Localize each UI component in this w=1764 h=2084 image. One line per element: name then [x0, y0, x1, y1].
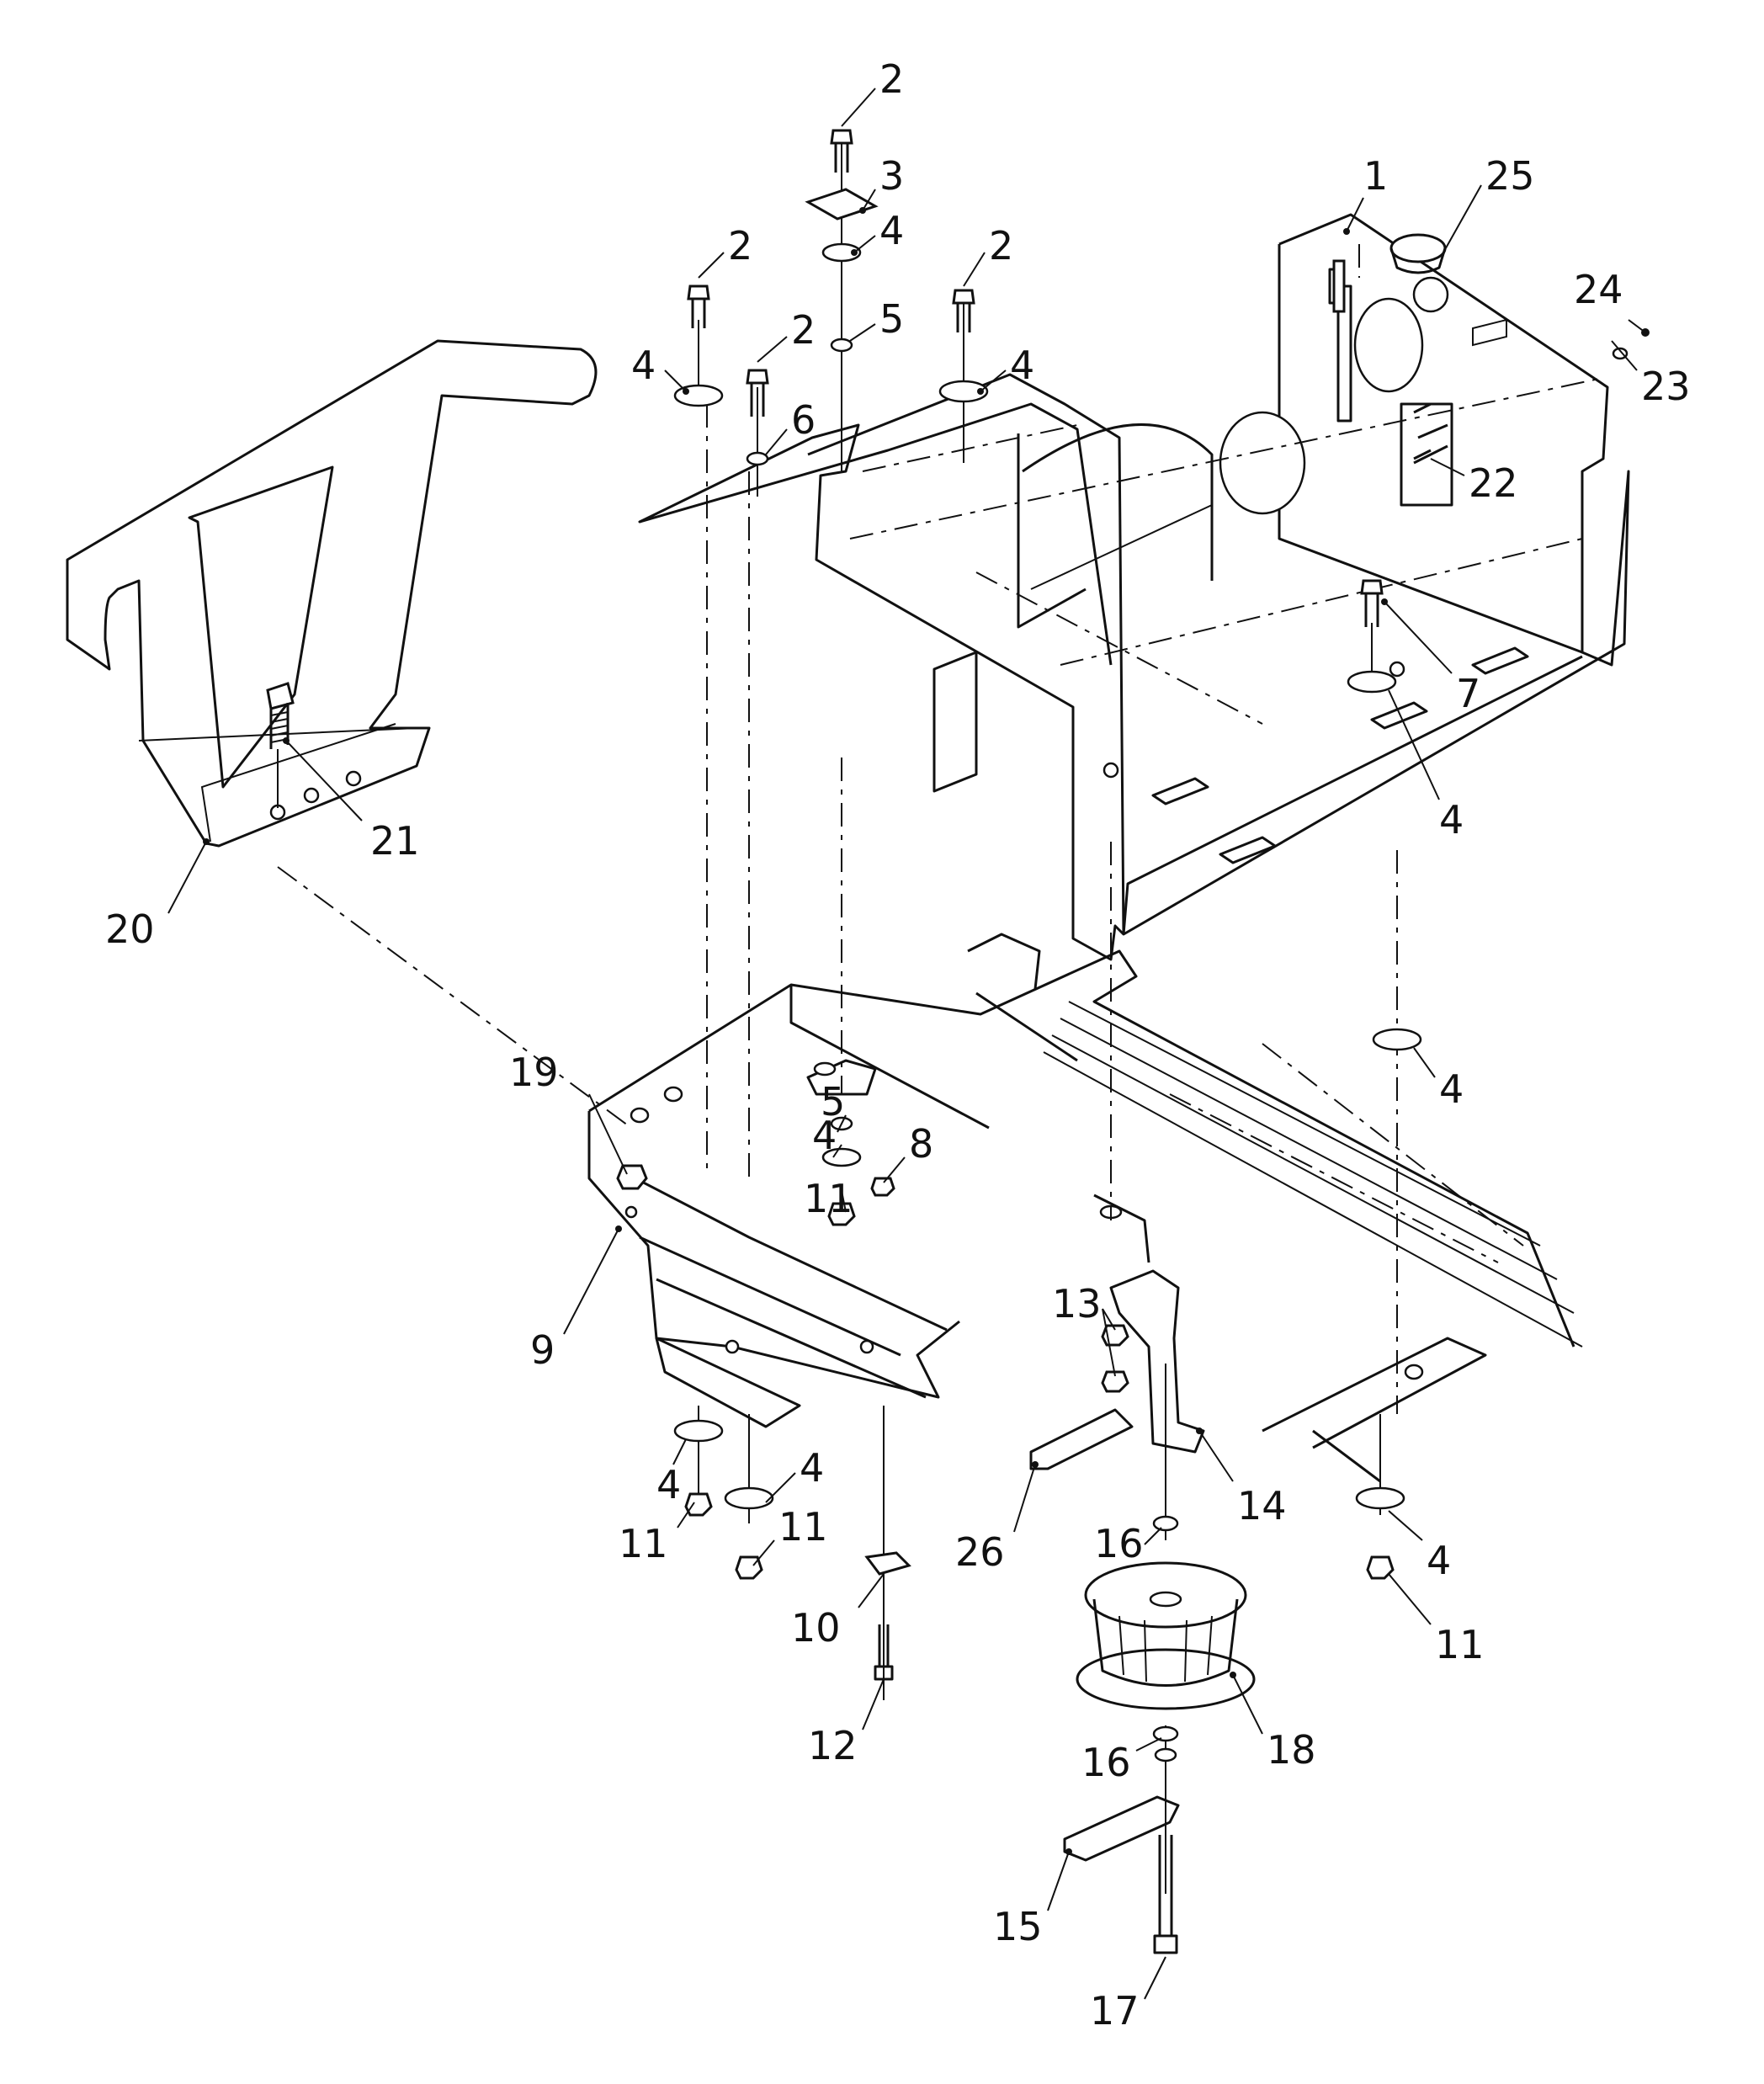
washer-4-f [821, 1147, 862, 1167]
washer-4-e [1372, 1028, 1422, 1051]
washer-4-h [724, 1486, 774, 1510]
washer-4-g [673, 1419, 724, 1443]
callout-14: 14 [1237, 1483, 1287, 1528]
pin-22 [1413, 444, 1448, 465]
nut-11-b [684, 1492, 713, 1517]
callout-8: 8 [909, 1121, 933, 1167]
callout-4: 4 [812, 1113, 837, 1158]
callout-5: 5 [821, 1079, 845, 1124]
plug-25 [1389, 233, 1447, 274]
callout-labels: 1 2 2 2 2 3 4 4 4 4 4 4 4 4 4 5 5 6 7 8 … [105, 56, 1691, 2033]
nut-19 [616, 1164, 648, 1190]
callout-15: 15 [993, 1904, 1043, 1949]
arm-26 [1029, 1408, 1134, 1470]
fasteners [616, 129, 1650, 1954]
part-9-chassis [587, 933, 1583, 1483]
callout-26: 26 [955, 1529, 1005, 1575]
callout-9: 9 [530, 1327, 555, 1373]
callout-16: 16 [1094, 1521, 1144, 1566]
callout-2: 2 [791, 307, 816, 353]
spring-22 [1413, 402, 1448, 460]
callout-10: 10 [791, 1605, 841, 1651]
callout-22: 22 [1469, 460, 1518, 506]
part-20-bracket [66, 339, 598, 848]
bolt-2-left [687, 284, 710, 328]
part-1-frame [638, 213, 1630, 961]
washer-6 [746, 451, 769, 466]
washer-4-i [1355, 1486, 1405, 1510]
nut-11-a [827, 1202, 856, 1226]
nut-13-b [1101, 1370, 1129, 1393]
callout-5: 5 [879, 296, 904, 342]
bolt-2-top [830, 129, 853, 173]
callout-4: 4 [1010, 343, 1034, 388]
callout-11: 11 [804, 1176, 853, 1221]
callout-18: 18 [1267, 1727, 1316, 1773]
callout-19: 19 [509, 1050, 559, 1095]
callout-17: 17 [1090, 1988, 1140, 2033]
callout-7: 7 [1456, 671, 1480, 716]
washer-16-c [1154, 1747, 1177, 1762]
callout-12: 12 [808, 1723, 858, 1768]
callout-20: 20 [105, 906, 155, 952]
callout-23: 23 [1641, 364, 1691, 409]
callout-3: 3 [879, 153, 904, 199]
callout-2: 2 [728, 223, 752, 268]
washer-4-c [938, 380, 989, 403]
callout-2: 2 [989, 223, 1013, 268]
callout-4: 4 [1439, 1066, 1464, 1112]
washer-23 [1612, 347, 1629, 360]
screw-12 [874, 1624, 894, 1681]
callout-6: 6 [791, 397, 816, 443]
pulley-18 [1076, 1561, 1256, 1710]
washer-5-top [830, 338, 853, 353]
washer-16-b [1152, 1725, 1179, 1742]
arm-15 [1063, 1795, 1180, 1862]
idler-arm-14 [1109, 1269, 1205, 1454]
nut-8 [870, 1177, 895, 1197]
callout-1: 1 [1363, 153, 1388, 199]
bolt-2-right [952, 289, 975, 332]
callout-16: 16 [1081, 1740, 1131, 1785]
leader-dots [203, 207, 1388, 1855]
washer-4-d [1347, 670, 1397, 694]
bolt-2-mid [746, 369, 769, 417]
callout-11: 11 [619, 1521, 668, 1566]
nut-11-d [1366, 1555, 1395, 1580]
washer-4-a [821, 242, 862, 263]
leader-lines [167, 88, 1646, 2000]
callout-2: 2 [879, 56, 904, 102]
callout-13: 13 [1052, 1281, 1102, 1326]
callout-11: 11 [1435, 1622, 1485, 1667]
callout-24: 24 [1574, 267, 1623, 312]
callout-4: 4 [1439, 797, 1464, 843]
clip-10 [864, 1551, 911, 1576]
bolt-7 [1360, 579, 1384, 627]
bolt-17 [1153, 1835, 1178, 1954]
plate-3 [805, 188, 879, 221]
callout-21: 21 [370, 818, 420, 864]
callout-25: 25 [1485, 153, 1535, 199]
callout-4: 4 [631, 343, 656, 388]
callout-4: 4 [1427, 1538, 1451, 1583]
callout-4: 4 [656, 1462, 681, 1507]
assembly-centerlines [277, 135, 1600, 1894]
bolt-21 [266, 682, 295, 808]
callout-11: 11 [778, 1504, 828, 1550]
washer-16-a [1152, 1515, 1179, 1532]
callout-4: 4 [879, 208, 904, 253]
callout-4: 4 [800, 1445, 824, 1491]
